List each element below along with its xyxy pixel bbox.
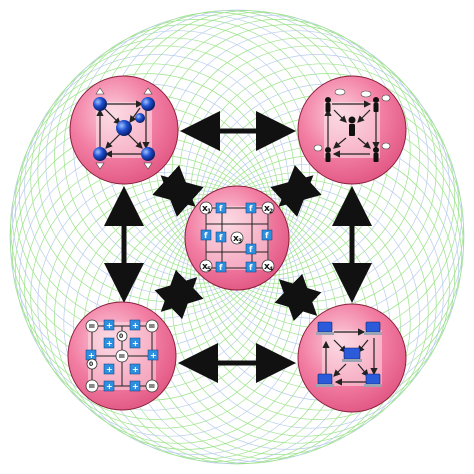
connector-center-top-left [152,165,204,217]
node-top-right [297,75,407,185]
tile-op: f [204,231,208,240]
zero-label: 0 [119,333,123,340]
tile-op: f [249,245,253,254]
tile-op: f [249,263,253,272]
plus-op: + [106,321,113,330]
equation-grid-icon: + + + + + + + + + + = = = [85,319,159,393]
node-connectors [104,111,372,383]
node-bottom-right [297,303,407,413]
node-center: f f f f f f f f x 1 x 2 x 3 x [184,185,290,291]
computer-network-icon [316,321,382,387]
tile-op: f [219,263,223,272]
plus-op: + [132,321,139,330]
equals-op: = [88,382,96,392]
connector-center-bottom-left [154,269,204,320]
equals-op: = [88,322,96,332]
variable-x4-sub: 4 [269,266,273,273]
zero-label: 0 [89,361,93,368]
variable-x1: x [202,204,208,214]
tile-op: f [265,231,269,240]
plus-op: + [132,339,139,348]
equals-op: = [118,352,126,362]
variable-x1-sub: 1 [207,208,211,215]
variable-x3: x [233,234,239,244]
tile-op: f [219,233,223,242]
variable-x2-sub: 2 [269,208,273,215]
node-bottom-left: + + + + + + + + + + = = = [67,301,177,411]
tile-op: f [219,204,223,213]
variable-x2: x [264,204,270,214]
equals-op: = [148,382,156,392]
equals-op: = [148,322,156,332]
variable-x3-sub: 3 [238,238,242,245]
molecule-spheres-icon [93,87,155,170]
plus-op: + [106,339,113,348]
node-top-left [69,75,179,185]
plus-op: + [88,351,95,360]
tile-op: f [249,204,253,213]
plus-op: + [132,382,139,391]
variable-graph-icon: f f f f f f f f x 1 x 2 x 3 x [199,201,275,273]
plus-op: + [132,365,139,374]
plus-op: + [106,365,113,374]
connector-center-top-right [270,165,322,217]
plus-op: + [106,382,113,391]
people-network-icon [313,88,391,162]
variable-x5: x [202,262,208,272]
plus-op: + [150,351,157,360]
variable-x4: x [264,262,270,272]
variable-x5-sub: 5 [207,266,211,273]
connector-center-bottom-right [274,273,322,322]
